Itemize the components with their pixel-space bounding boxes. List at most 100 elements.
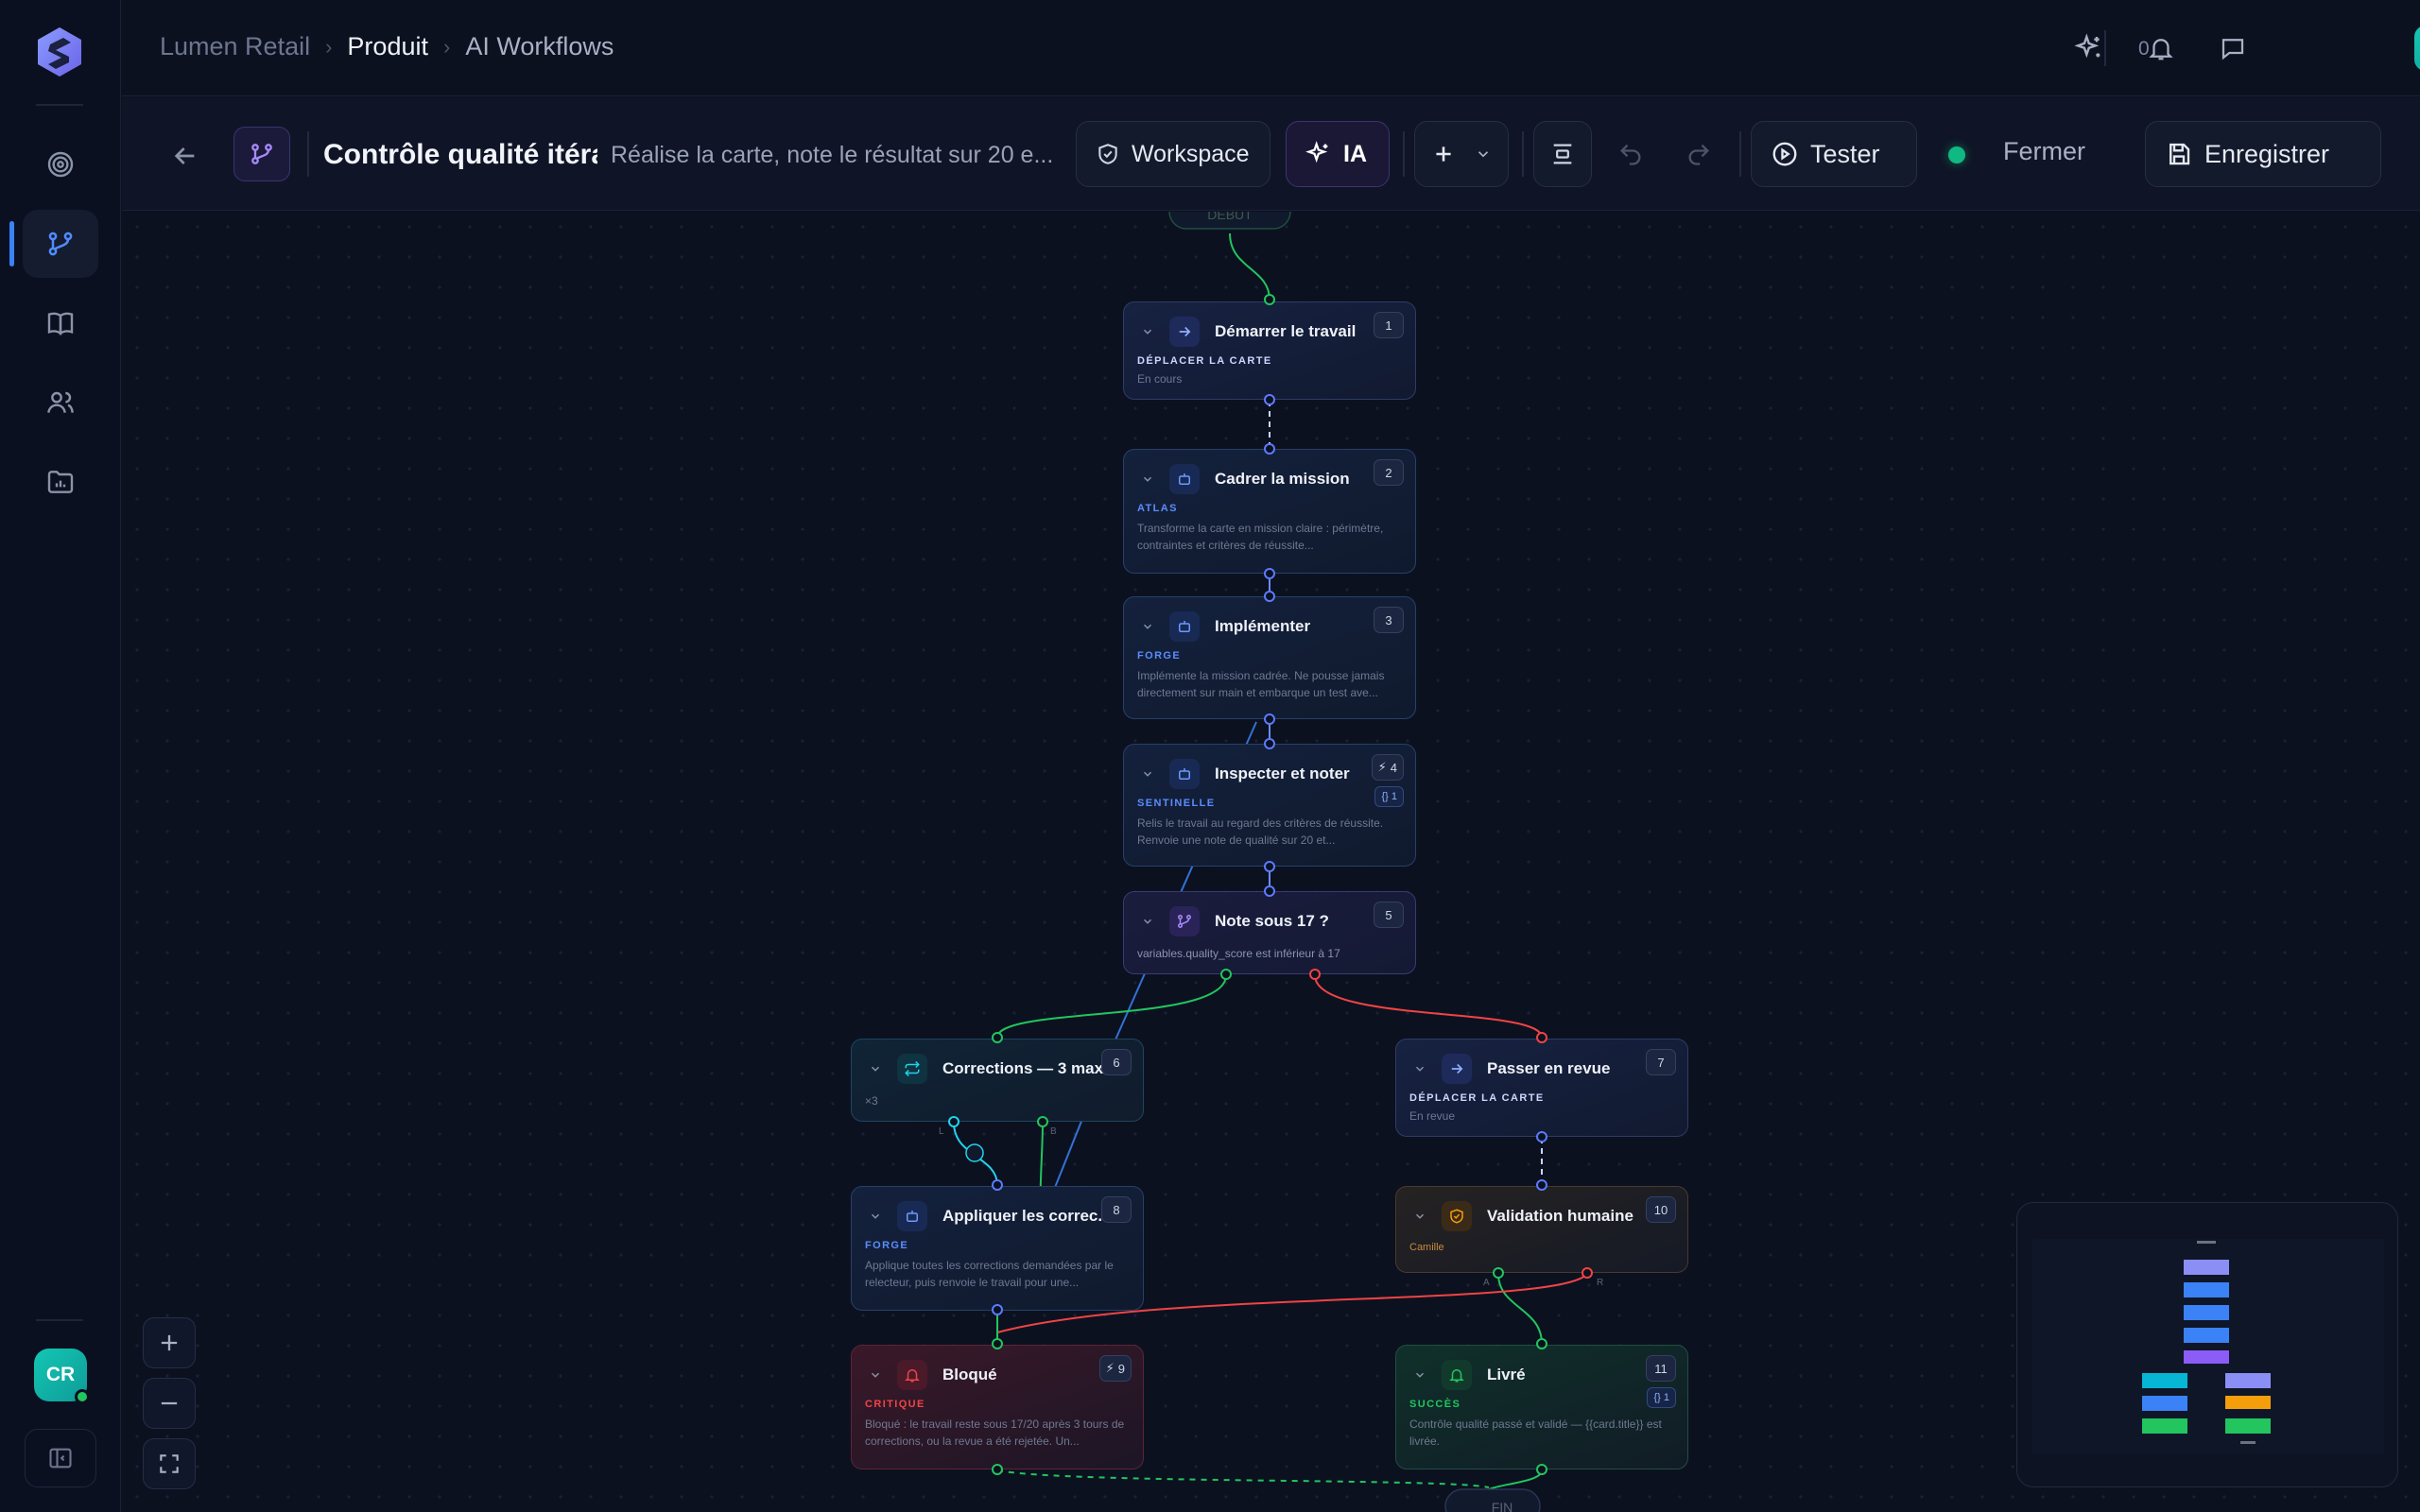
redo-button[interactable] xyxy=(1669,121,1728,187)
review-branch-label: R xyxy=(1597,1278,1603,1288)
node-port[interactable] xyxy=(1264,713,1275,725)
zoom-in-button[interactable] xyxy=(143,1317,196,1368)
node-title: Démarrer le travail xyxy=(1215,322,1357,340)
node-port[interactable] xyxy=(1536,1131,1547,1143)
rail-item-reports[interactable] xyxy=(23,448,98,516)
node-port[interactable] xyxy=(992,1179,1003,1191)
add-node-button[interactable] xyxy=(1414,121,1509,187)
chevron-down-icon[interactable] xyxy=(1413,1210,1428,1223)
workspace-button[interactable]: Workspace xyxy=(1076,121,1270,187)
node-port[interactable] xyxy=(1536,1338,1547,1349)
node-port[interactable] xyxy=(1264,885,1275,897)
zoom-out-button[interactable] xyxy=(143,1378,196,1429)
node-title: Inspecter et noter xyxy=(1215,765,1350,782)
workflow-node[interactable]: Implémenter 3 FORGE Implémente la missio… xyxy=(1123,596,1416,719)
messages-button[interactable] xyxy=(2215,30,2251,66)
app-logo[interactable] xyxy=(32,25,87,79)
toolbar-divider xyxy=(1739,131,1741,177)
rail-item-workflows[interactable] xyxy=(9,210,98,278)
chevron-down-icon[interactable] xyxy=(1141,767,1156,781)
top-bar: Lumen Retail › Produit › AI Workflows 0 … xyxy=(122,0,2420,96)
node-port[interactable] xyxy=(992,1304,1003,1315)
chevron-down-icon[interactable] xyxy=(1141,325,1156,338)
workflow-node[interactable]: Bloqué ⚡9 CRITIQUE Bloqué : le travail r… xyxy=(851,1345,1144,1469)
node-port[interactable] xyxy=(1264,294,1275,305)
breadcrumb-page[interactable]: AI Workflows xyxy=(465,32,614,60)
workflow-icon xyxy=(48,232,73,256)
ai-sparkle-button[interactable] xyxy=(2071,30,2107,66)
node-port[interactable] xyxy=(1264,591,1275,602)
workflow-description[interactable]: Réalise la carte, note le résultat sur 2… xyxy=(611,142,1054,168)
user-avatar[interactable]: CR xyxy=(34,1349,90,1404)
node-number: ⚡4 xyxy=(1371,754,1404,781)
breadcrumb-org[interactable]: Lumen Retail xyxy=(160,32,311,60)
toolbar-divider xyxy=(1403,131,1405,177)
node-port[interactable] xyxy=(1536,1464,1547,1475)
node-port[interactable] xyxy=(1582,1267,1593,1279)
user-menu-avatar[interactable]: CR xyxy=(2414,26,2420,71)
rail-item-team[interactable] xyxy=(23,369,98,437)
workflow-node[interactable]: Note sous 17 ? 5 variables.quality_score… xyxy=(1123,891,1416,974)
toolbar-divider xyxy=(1522,131,1524,177)
back-button[interactable] xyxy=(170,141,200,176)
collapse-sidebar-button[interactable] xyxy=(25,1429,96,1487)
test-button[interactable]: Tester xyxy=(1751,121,1917,187)
minimap-node xyxy=(2142,1418,2187,1434)
chevron-down-icon[interactable] xyxy=(869,1368,884,1382)
workflow-node[interactable]: Livré 11 {} 1 SUCCÈS Contrôle qualité pa… xyxy=(1395,1345,1688,1469)
node-port[interactable] xyxy=(1264,443,1275,455)
chevron-down-icon[interactable] xyxy=(1141,620,1156,633)
rail-item-docs[interactable] xyxy=(23,289,98,357)
workflow-node[interactable]: Démarrer le travail 1 DÉPLACER LA CARTE … xyxy=(1123,301,1416,400)
fit-view-button[interactable] xyxy=(143,1438,196,1489)
workflow-node[interactable]: Appliquer les correc... 8 FORGE Applique… xyxy=(851,1186,1144,1311)
ia-button[interactable]: IA xyxy=(1286,121,1390,187)
node-port[interactable] xyxy=(1309,969,1321,980)
node-port[interactable] xyxy=(1264,861,1275,872)
workflow-canvas[interactable]: DÉBUT FIN L B xyxy=(122,212,2420,1512)
breadcrumb-project[interactable]: Produit xyxy=(347,32,428,60)
close-button[interactable]: Fermer xyxy=(2003,137,2085,165)
node-port[interactable] xyxy=(1493,1267,1504,1279)
chevron-down-icon[interactable] xyxy=(1413,1062,1428,1075)
node-port[interactable] xyxy=(948,1116,959,1127)
workflow-node[interactable]: Cadrer la mission 2 ATLAS Transforme la … xyxy=(1123,449,1416,574)
chevron-down-icon[interactable] xyxy=(1141,472,1156,486)
workflow-node[interactable]: Validation humaine 10 Camille xyxy=(1395,1186,1688,1273)
undo-icon xyxy=(1620,144,1641,165)
node-port[interactable] xyxy=(1264,738,1275,749)
node-port[interactable] xyxy=(1264,394,1275,405)
node-number: 3 xyxy=(1374,607,1404,633)
minimap[interactable] xyxy=(2016,1202,2398,1487)
node-port[interactable] xyxy=(1264,568,1275,579)
node-port[interactable] xyxy=(992,1032,1003,1043)
save-button[interactable]: Enregistrer xyxy=(2145,121,2381,187)
workflow-node[interactable]: Inspecter et noter ⚡4 {} 1 SENTINELLE Re… xyxy=(1123,744,1416,867)
workflow-node[interactable]: Passer en revue 7 DÉPLACER LA CARTE En r… xyxy=(1395,1039,1688,1137)
robot-icon xyxy=(897,1201,927,1231)
chevron-down-icon[interactable] xyxy=(869,1062,884,1075)
node-port[interactable] xyxy=(1220,969,1232,980)
chevron-down-icon[interactable] xyxy=(1141,915,1156,928)
bell-icon xyxy=(897,1360,927,1390)
undo-button[interactable] xyxy=(1601,121,1660,187)
node-port[interactable] xyxy=(992,1338,1003,1349)
workflow-node[interactable]: Corrections — 3 max 6 ×3 xyxy=(851,1039,1144,1122)
node-port[interactable] xyxy=(1536,1032,1547,1043)
node-description: variables.quality_score est inférieur à … xyxy=(1137,947,1340,960)
align-button[interactable] xyxy=(1533,121,1592,187)
chevron-down-icon[interactable] xyxy=(1413,1368,1428,1382)
node-port[interactable] xyxy=(992,1464,1003,1475)
node-kind: DÉPLACER LA CARTE xyxy=(1137,355,1272,367)
node-kind: ATLAS xyxy=(1137,503,1178,514)
node-port[interactable] xyxy=(1037,1116,1048,1127)
node-title: Note sous 17 ? xyxy=(1215,912,1329,930)
rail-item-goals[interactable] xyxy=(23,130,98,198)
chevron-down-icon[interactable] xyxy=(869,1210,884,1223)
node-port[interactable] xyxy=(1536,1179,1547,1191)
workflow-title[interactable]: Contrôle qualité itératif xyxy=(323,139,597,170)
bell-icon xyxy=(1442,1360,1472,1390)
minimap-node xyxy=(2225,1418,2271,1434)
notifications-button[interactable] xyxy=(2143,30,2179,66)
node-number: 5 xyxy=(1374,902,1404,928)
